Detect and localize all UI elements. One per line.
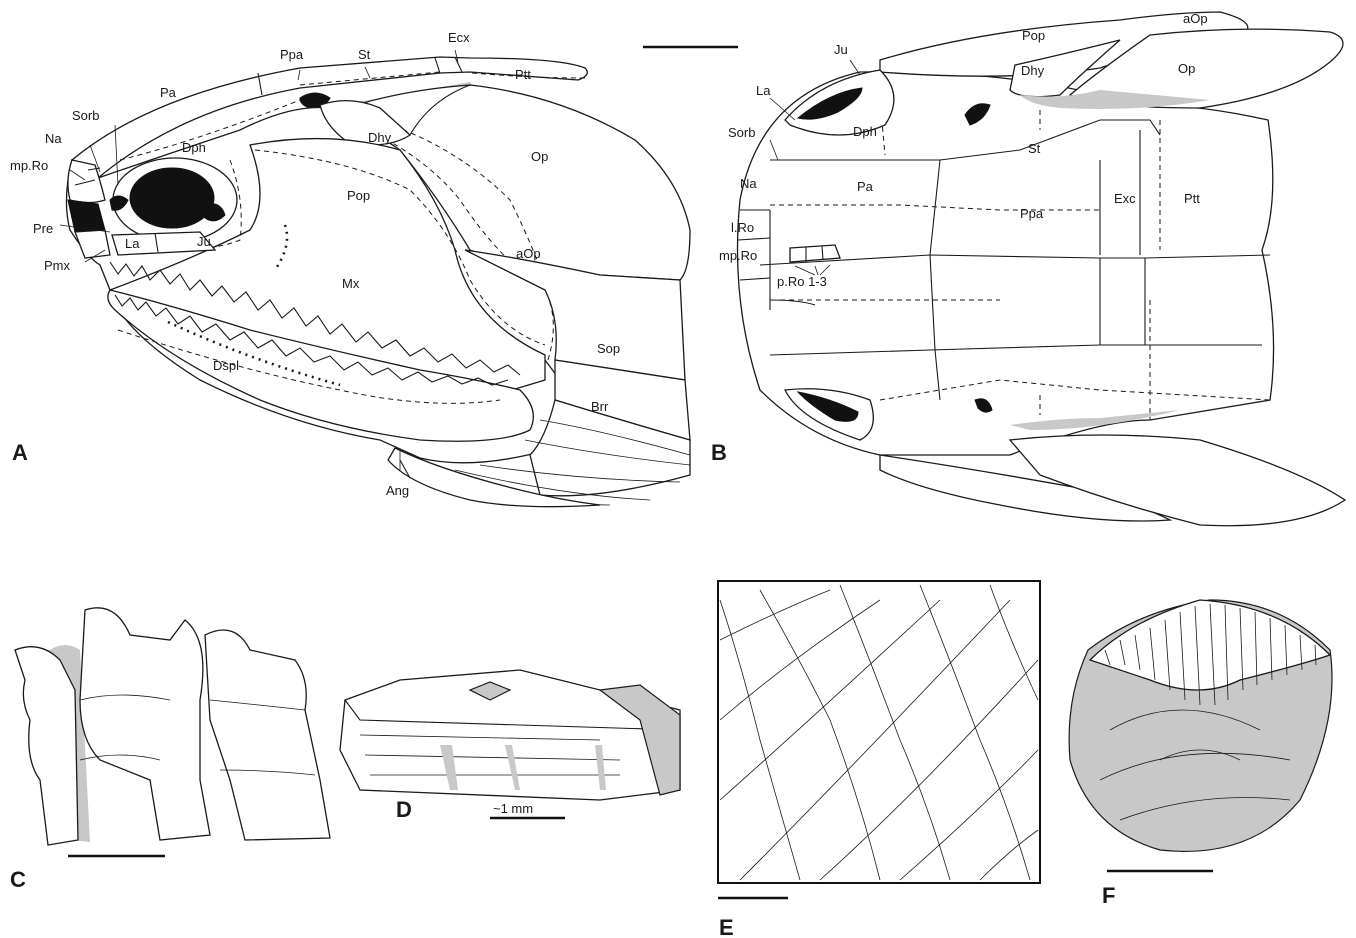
label-a-na: Na: [45, 131, 62, 146]
label-a-pmx: Pmx: [44, 258, 71, 273]
label-a-pre: Pre: [33, 221, 53, 236]
label-b-ppa: Ppa: [1020, 206, 1044, 221]
label-b-sorb: Sorb: [728, 125, 755, 140]
label-b-la: La: [756, 83, 771, 98]
label-a-aop: aOp: [516, 246, 541, 261]
label-b-mp-ro: mp.Ro: [719, 248, 757, 263]
label-b-pa: Pa: [857, 179, 874, 194]
label-a-dspl: Dspl: [213, 358, 239, 373]
label-b-st: St: [1028, 141, 1041, 156]
label-a-brr: Brr: [591, 399, 609, 414]
label-a-mp-ro: mp.Ro: [10, 158, 48, 173]
label-a-ju: Ju: [197, 234, 211, 249]
label-a-st: St: [358, 47, 371, 62]
label-b-ju: Ju: [834, 42, 848, 57]
panel-a-drawing: [60, 47, 738, 507]
label-b-na: Na: [740, 176, 757, 191]
label-a-mx: Mx: [342, 276, 360, 291]
label-a-ecx: Ecx: [448, 30, 470, 45]
label-a-sorb: Sorb: [72, 108, 99, 123]
panel-letter-e: E: [719, 915, 734, 938]
label-a-op: Op: [531, 149, 548, 164]
label-b-l-ro: l.Ro: [731, 220, 754, 235]
label-a-dhy: Dhy: [368, 130, 392, 145]
panel-letter-f: F: [1102, 883, 1115, 908]
label-b-dph: Dph: [853, 124, 877, 139]
label-a-ptt: Ptt: [515, 67, 531, 82]
label-b-op: Op: [1178, 61, 1195, 76]
label-a-pop: Pop: [347, 188, 370, 203]
panel-letter-d: D: [396, 797, 412, 822]
panel-letter-c: C: [10, 867, 26, 892]
panel-e-drawing: [718, 581, 1040, 898]
panel-letter-b: B: [711, 440, 727, 465]
panel-d-scale-label: ~1 mm: [493, 801, 533, 816]
label-b-aop: aOp: [1183, 11, 1208, 26]
label-b-pop: Pop: [1022, 28, 1045, 43]
panel-f-drawing: [1069, 600, 1332, 871]
label-b-ptt: Ptt: [1184, 191, 1200, 206]
label-a-dph: Dph: [182, 140, 206, 155]
label-a-ppa: Ppa: [280, 47, 304, 62]
label-b-p-ro-1-3: p.Ro 1-3: [777, 274, 827, 289]
label-a-la: La: [125, 236, 140, 251]
panel-letter-a: A: [12, 440, 28, 465]
panel-b-drawing: [738, 12, 1346, 526]
panel-d-drawing: [340, 670, 680, 818]
label-b-exc: Exc: [1114, 191, 1136, 206]
label-a-ang: Ang: [386, 483, 409, 498]
label-a-pa: Pa: [160, 85, 177, 100]
panel-c-drawing: [15, 608, 330, 856]
label-a-sop: Sop: [597, 341, 620, 356]
label-b-dhy: Dhy: [1021, 63, 1045, 78]
